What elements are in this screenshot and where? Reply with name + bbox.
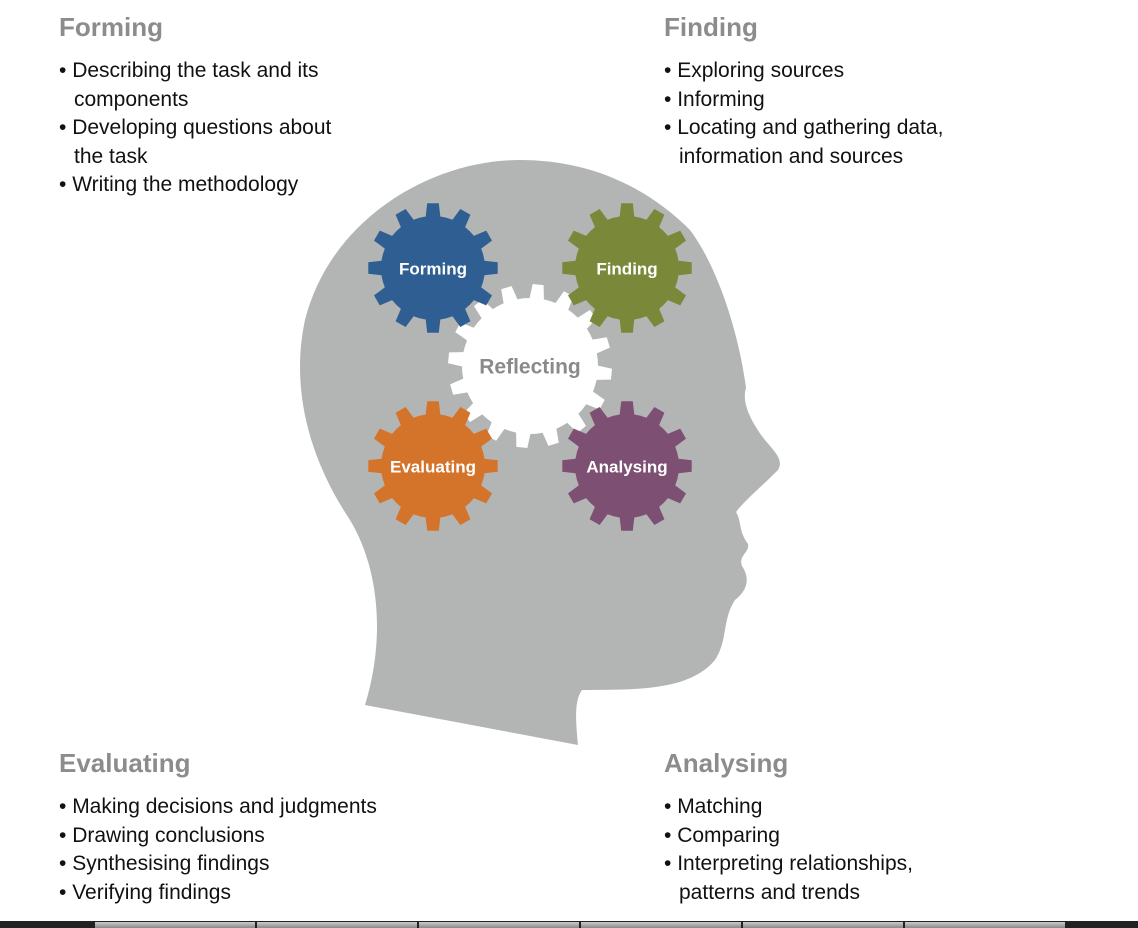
gear-evaluating: Evaluating [368, 401, 498, 531]
evaluating-item: Synthesising findings [59, 850, 459, 879]
evaluating-section: Evaluating Making decisions and judgment… [59, 748, 459, 907]
finding-item: Locating and gathering data, information… [664, 114, 1024, 171]
gear-analysing: Analysing [562, 401, 692, 531]
bottom-bar-segment [905, 922, 1065, 928]
gear-reflecting: Reflecting [448, 284, 612, 448]
head-silhouette [300, 160, 780, 745]
evaluating-item: Verifying findings [59, 879, 459, 908]
bottom-bar-segment [419, 922, 579, 928]
finding-section: Finding Exploring sources Informing Loca… [664, 12, 1024, 171]
gear-finding: Finding [562, 203, 692, 333]
analysing-item: Comparing [664, 822, 984, 851]
forming-item: Developing questions about the task [59, 114, 359, 171]
gear-label: Analysing [586, 457, 667, 476]
bottom-bar-segment [743, 922, 903, 928]
analysing-heading: Analysing [664, 748, 789, 778]
gear-label: Reflecting [479, 356, 581, 379]
forming-item: Describing the task and its components [59, 57, 359, 114]
bottom-bar-segment [581, 922, 741, 928]
bottom-bar-segment [95, 922, 255, 928]
evaluating-item: Making decisions and judgments [59, 793, 459, 822]
gear-label: Evaluating [390, 457, 476, 476]
gear-icon [562, 203, 692, 333]
gear-icon [448, 284, 612, 448]
analysing-item: Matching [664, 793, 984, 822]
analysing-item: Interpreting relationships, patterns and… [664, 850, 984, 907]
gear-icon [368, 203, 498, 333]
gear-label: Forming [399, 259, 467, 278]
forming-heading: Forming [59, 12, 163, 42]
gear-label: Finding [596, 259, 657, 278]
bottom-bar [0, 921, 1138, 928]
finding-item: Informing [664, 86, 1024, 115]
gear-icon [368, 401, 498, 531]
forming-section: Forming Describing the task and its comp… [59, 12, 359, 200]
analysing-section: Analysing Matching Comparing Interpretin… [664, 748, 984, 907]
gear-icon [562, 401, 692, 531]
finding-item: Exploring sources [664, 57, 1024, 86]
forming-item: Writing the methodology [59, 171, 359, 200]
gear-forming: Forming [368, 203, 498, 333]
finding-heading: Finding [664, 12, 758, 42]
bottom-bar-segment [257, 922, 417, 928]
evaluating-item: Drawing conclusions [59, 822, 459, 851]
evaluating-heading: Evaluating [59, 748, 191, 778]
